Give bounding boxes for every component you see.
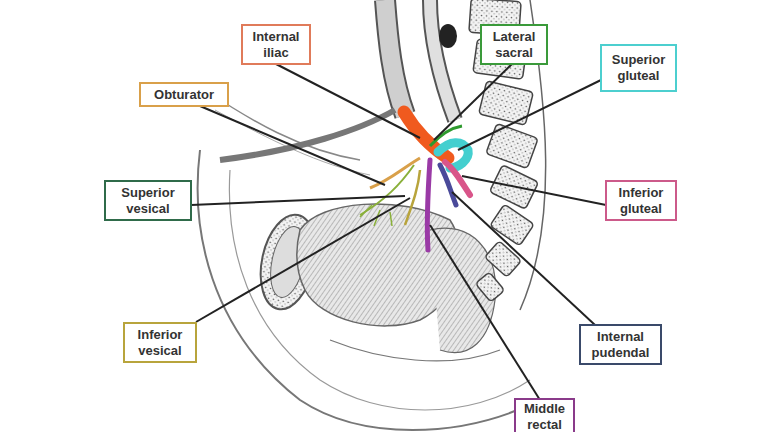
callout-label: Inferior gluteal [607, 185, 675, 217]
callout-box: Internal iliac [241, 24, 311, 65]
callout-box: Superior vesical [104, 180, 192, 221]
callout-label: Obturator [150, 87, 218, 103]
callout-box: Superior gluteal [600, 44, 677, 92]
callout-label: Superior vesical [106, 185, 190, 217]
callout-box: Inferior gluteal [605, 180, 677, 221]
callout-label: Middle rectal [516, 401, 573, 432]
callout-box: Inferior vesical [123, 322, 197, 363]
callout-label: Superior gluteal [602, 52, 675, 84]
callout-label: Inferior vesical [125, 327, 195, 359]
callout-box: Middle rectal [514, 398, 575, 432]
callout-label: Internal iliac [243, 29, 309, 61]
callout-label: Internal pudendal [581, 329, 660, 361]
callout-box: Internal pudendal [579, 324, 662, 365]
callout-box: Lateral sacral [480, 24, 548, 65]
callout-label: Lateral sacral [482, 29, 546, 61]
callout-box: Obturator [139, 82, 229, 107]
